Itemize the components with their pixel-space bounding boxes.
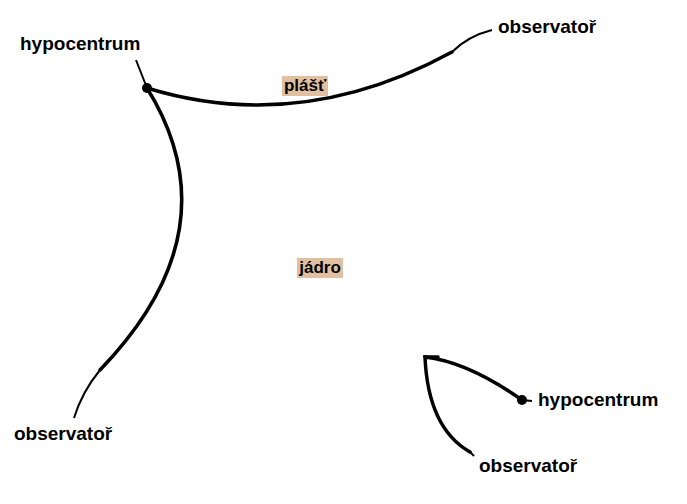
ray-path [147, 52, 452, 105]
ray-path [425, 355, 438, 359]
core-region: jádro [181, 125, 461, 405]
callout-label: observatoř [14, 423, 112, 445]
leader-line [74, 370, 100, 418]
hypocenter-dot [517, 395, 527, 405]
callout-label: observatoř [498, 16, 596, 38]
mantle-region: plášť jádro [76, 13, 564, 501]
ray-path [100, 88, 182, 370]
callout-label: observatoř [479, 455, 577, 477]
ray-path [425, 357, 522, 452]
region-label: plášť [282, 76, 328, 96]
circle-outline [77, 14, 564, 501]
hypocenter-dot [142, 83, 152, 93]
leader-line [470, 452, 474, 456]
region-label: jádro [297, 258, 343, 278]
circle-outline [182, 126, 461, 405]
callout-label: hypocentrum [538, 389, 658, 411]
callout-label: hypocentrum [20, 33, 140, 55]
leader-line [452, 30, 492, 52]
